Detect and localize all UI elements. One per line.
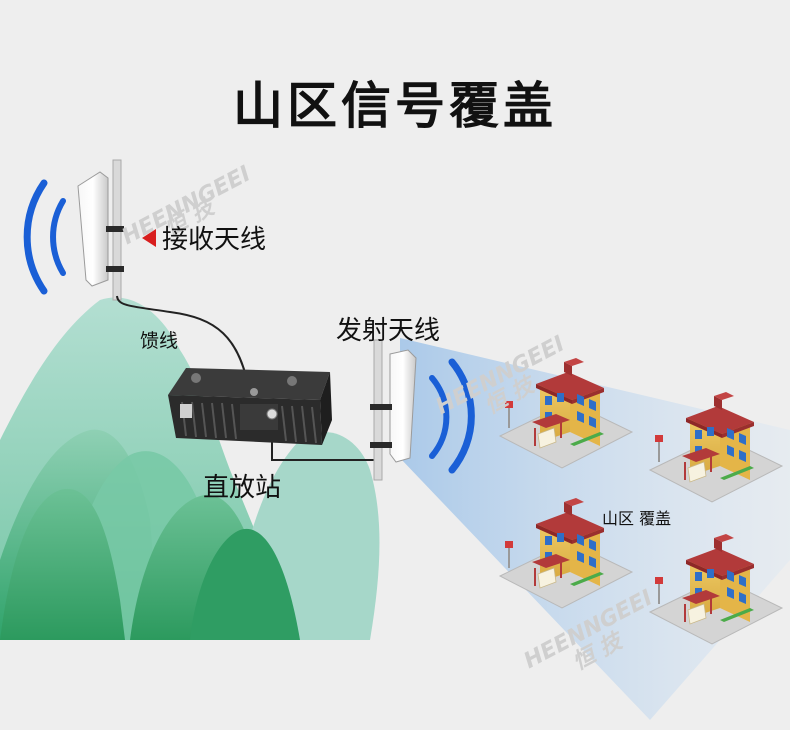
repeater-label: 直放站: [203, 473, 282, 503]
transmit-antenna: [370, 349, 417, 463]
transmit-signal-waves: [429, 358, 475, 474]
receive-signal-waves: [23, 179, 66, 295]
page-title: 山区信号覆盖: [233, 77, 557, 135]
pointer-arrow: [142, 229, 156, 247]
receive-antenna-label: 接收天线: [162, 225, 267, 255]
receive-antenna: [77, 171, 124, 287]
coverage-area-label: 山区 覆盖: [602, 509, 672, 528]
transmit-antenna-label: 发射天线: [336, 316, 441, 346]
repeater-unit: [168, 368, 332, 445]
mountain-front-left: [0, 488, 125, 640]
mountain-front-center: [190, 528, 300, 640]
feeder-cable: [116, 295, 251, 396]
feeder-label: 馈线: [140, 330, 179, 352]
